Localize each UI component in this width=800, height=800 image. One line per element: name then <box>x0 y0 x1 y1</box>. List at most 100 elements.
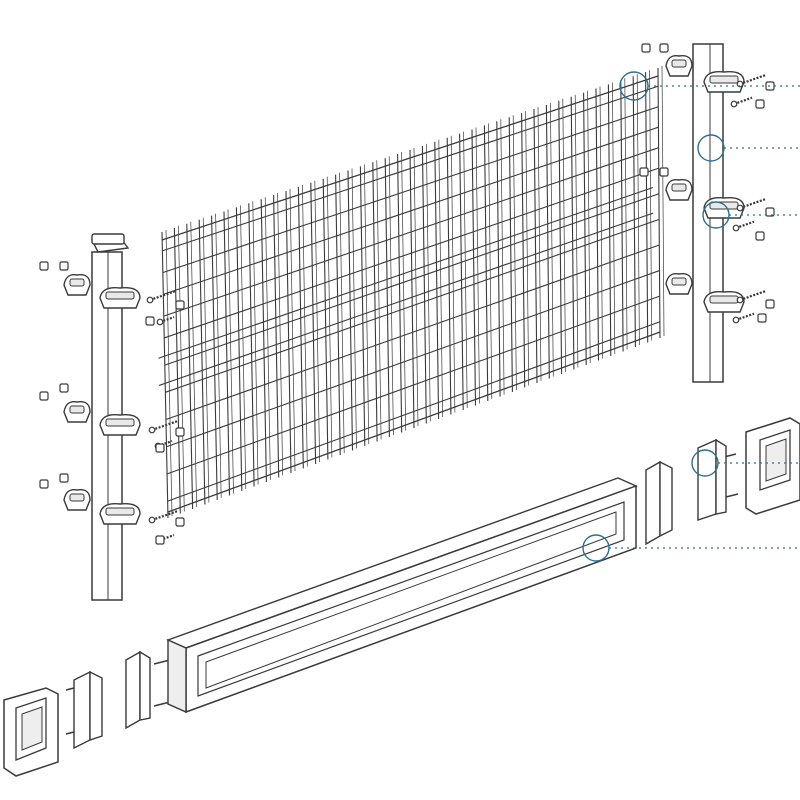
callout-panel-top-corner <box>619 71 649 101</box>
base-board-inset-outer <box>197 501 625 697</box>
nut-right-top <box>659 167 669 177</box>
panel-vertical-wire <box>632 76 636 348</box>
panel-vertical-wire <box>273 195 280 478</box>
panel-vertical-wire <box>471 129 477 406</box>
connector-right-clip-side <box>659 460 673 538</box>
panel-vertical-wire <box>508 117 513 393</box>
panel-vertical-wire-shadow <box>165 229 173 517</box>
connector-left-clip <box>73 670 91 750</box>
panel-vertical-wire-shadow <box>636 74 640 346</box>
screw-right-head <box>736 296 744 304</box>
bracket-left-post-slot <box>105 291 135 300</box>
bracket-right-post-slot <box>709 75 739 84</box>
panel-vertical-wire-shadow <box>500 119 505 395</box>
connector-left-bracket-side <box>139 650 151 721</box>
panel-vertical-wire <box>521 113 526 388</box>
nut-far-left <box>39 261 49 271</box>
base-board-inset-inner <box>205 511 617 689</box>
bracket-loose-left-slot <box>69 278 85 287</box>
nut-right-top <box>659 43 669 53</box>
panel-vertical-wire-shadow <box>252 201 259 485</box>
panel-vertical-wire-shadow <box>525 111 530 386</box>
panel-vertical-wire <box>335 174 341 456</box>
panel-vertical-wire-shadow <box>289 188 296 472</box>
bracket-loose-right-slot <box>671 183 687 192</box>
bracket-left-post-slot <box>105 418 135 427</box>
panel-vertical-wire-shadow <box>624 78 628 350</box>
panel-vertical-wire-shadow <box>649 70 653 341</box>
panel-vertical-wire <box>186 223 194 510</box>
connector-left-clip-side <box>89 670 103 741</box>
screw-left-short <box>159 534 175 542</box>
panel-vertical-wire-shadow <box>463 131 468 409</box>
nut-left-lower <box>155 443 165 453</box>
panel-fold-ridge <box>158 212 654 386</box>
panel-vertical-wire <box>248 203 255 487</box>
connector-left-bracket <box>125 650 141 730</box>
panel-vertical-wire-shadow <box>202 217 210 503</box>
left-post-cap-top <box>91 233 125 245</box>
screw-right-short-head <box>732 316 740 324</box>
panel-vertical-wire-shadow <box>488 123 493 400</box>
nut-left-lower <box>145 316 155 326</box>
panel-vertical-wire <box>409 149 415 429</box>
panel-vertical-wire-shadow <box>475 127 480 404</box>
base-board-front-face <box>185 484 637 714</box>
screw-left-short <box>157 440 173 448</box>
panel-vertical-wire-shadow <box>537 106 542 382</box>
panel-vertical-wire <box>260 199 267 483</box>
panel-vertical-wire-shadow <box>612 82 616 355</box>
panel-vertical-wire <box>384 158 390 438</box>
nut-left <box>175 427 185 437</box>
panel-vertical-wire <box>421 145 427 424</box>
panel-vertical-wire-shadow <box>438 139 443 418</box>
nut-left <box>175 300 185 310</box>
screw-left-head <box>148 426 156 434</box>
nut-right <box>765 299 775 309</box>
nut-right-lower <box>757 313 767 323</box>
base-board-end-face <box>167 638 187 714</box>
panel-vertical-wire-shadow <box>574 94 579 368</box>
panel-vertical-wire <box>198 219 206 505</box>
nut-far-left <box>39 391 49 401</box>
panel-vertical-wire-shadow <box>599 86 603 359</box>
panel-vertical-wire <box>173 227 181 514</box>
screw-left-short-head <box>156 318 164 326</box>
screw-right-short <box>733 96 753 106</box>
panel-vertical-wire <box>285 190 292 474</box>
panel-vertical-wire-shadow <box>401 152 407 431</box>
panel-vertical-wire <box>446 137 452 415</box>
panel-vertical-wire-shadow <box>215 213 222 499</box>
nut-right-lower <box>755 99 765 109</box>
nut-far-left <box>39 479 49 489</box>
connector-right-clip <box>645 460 661 546</box>
panel-vertical-wire-shadow <box>339 172 345 454</box>
panel-vertical-wire-shadow <box>450 135 456 413</box>
panel-vertical-wire-shadow <box>364 164 370 445</box>
nut-far-left-2 <box>59 383 69 393</box>
base-board <box>166 477 638 714</box>
panel-vertical-wire-shadow <box>178 225 185 512</box>
bracket-right-post-slot <box>709 295 739 304</box>
mounting-brackets <box>63 55 745 525</box>
base-connector-right <box>645 417 800 546</box>
panel-vertical-wire <box>397 154 403 433</box>
panel-vertical-wire-shadow <box>240 205 247 490</box>
panel-vertical-wire <box>459 133 464 411</box>
panel-vertical-wire-shadow <box>351 168 357 449</box>
screw-right <box>739 73 767 86</box>
screw-right-short-head <box>732 224 740 232</box>
nut-right-top <box>639 167 649 177</box>
screw-right-short-head <box>730 100 738 108</box>
panel-vertical-wire-shadow <box>302 184 308 467</box>
panel-vertical-wire <box>372 162 378 442</box>
nut-far-left-2 <box>59 473 69 483</box>
screw-left-head <box>146 296 154 304</box>
nut-left-lower <box>155 535 165 545</box>
panel-vertical-wire <box>558 100 563 375</box>
panel-vertical-wire-shadow <box>426 143 431 422</box>
screw-left-short <box>159 316 175 324</box>
nut-right-top <box>641 43 651 53</box>
connector-right-bracket-side <box>715 438 727 515</box>
